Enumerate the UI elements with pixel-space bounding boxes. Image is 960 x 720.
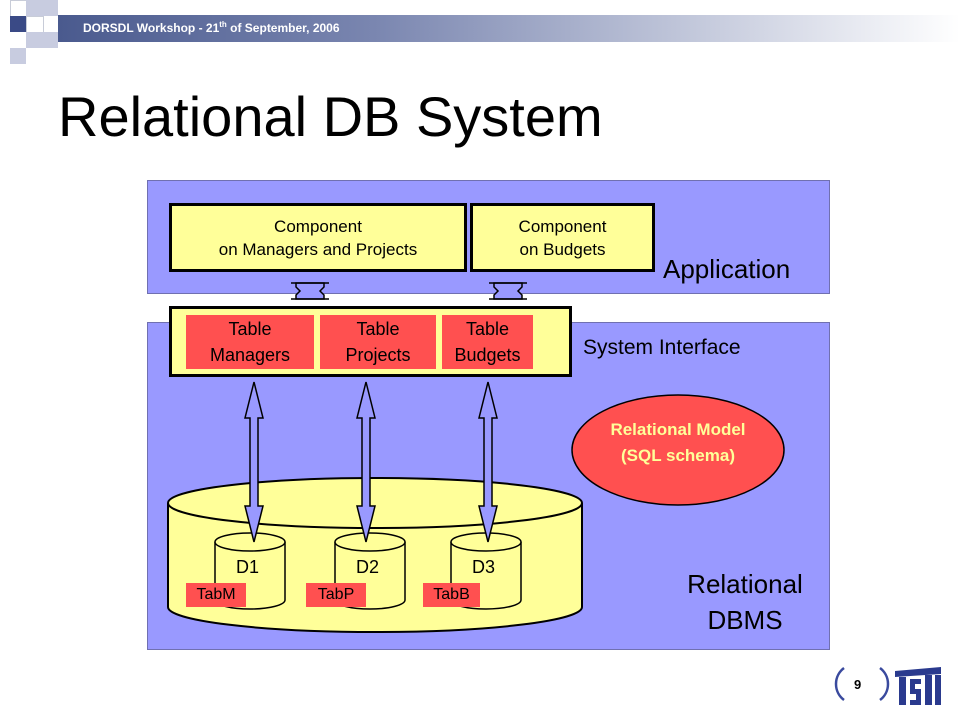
component-budgets: Component on Budgets (470, 203, 655, 272)
disk-d1-label: D1 (236, 557, 260, 577)
table-projects-line2: Projects (345, 345, 411, 365)
application-label: Application (663, 254, 791, 284)
institution-logo (895, 667, 941, 705)
header-square-7 (42, 32, 58, 48)
table-budgets-line2: Budgets (454, 345, 521, 365)
relational-model-ellipse (571, 394, 785, 506)
header-square-6 (26, 32, 42, 48)
table-projects-line1: Table (356, 319, 400, 339)
connector-left (291, 282, 329, 300)
header-bar (58, 15, 960, 42)
tab-tabm: TabM (186, 583, 246, 607)
relational-model-line2: (SQL schema) (620, 446, 735, 465)
arrow-d3 (478, 381, 498, 543)
header-text: DORSDL Workshop - 21th of September, 200… (83, 20, 340, 35)
disk-d2-label: D2 (356, 557, 380, 577)
component-1-line1: Component (274, 216, 362, 236)
component-1-line2: on Managers and Projects (218, 239, 418, 259)
dbms-label-line2: DBMS (707, 605, 783, 635)
tab-tabp: TabP (306, 583, 366, 607)
arrow-d2 (356, 381, 376, 543)
header-text-tail: of September, 2006 (226, 21, 340, 35)
disk-d3-label: D3 (472, 557, 496, 577)
arrow-d1 (244, 381, 264, 543)
dbms-label: Relational DBMS (660, 566, 830, 638)
header-text-main: DORSDL Workshop - 21 (83, 21, 220, 35)
header-square-2 (26, 0, 42, 16)
page-number: 9 (854, 677, 862, 692)
header-square-8 (10, 48, 26, 64)
component-managers-projects: Component on Managers and Projects (169, 203, 467, 272)
arrows-layer (244, 381, 498, 543)
relational-model-line1: Relational Model (610, 420, 746, 439)
relational-model-text: Relational Model (SQL schema) (578, 417, 778, 469)
page-number-bracket (834, 667, 890, 701)
system-interface-label: System Interface (583, 336, 741, 359)
header-square-3 (42, 0, 58, 16)
table-managers-line2: Managers (209, 345, 291, 365)
header-text-sup: th (219, 20, 227, 29)
tab-tabb: TabB (423, 583, 480, 607)
dbms-label-line1: Relational (687, 569, 803, 599)
page-title: Relational DB System (58, 85, 603, 148)
table-managers-line1: Table (228, 319, 272, 339)
header-square-4 (10, 16, 26, 32)
table-budgets-line1: Table (465, 319, 510, 339)
connector-right (489, 282, 527, 300)
component-2-line2: on Budgets (519, 239, 606, 259)
component-2-line1: Component (518, 216, 607, 236)
